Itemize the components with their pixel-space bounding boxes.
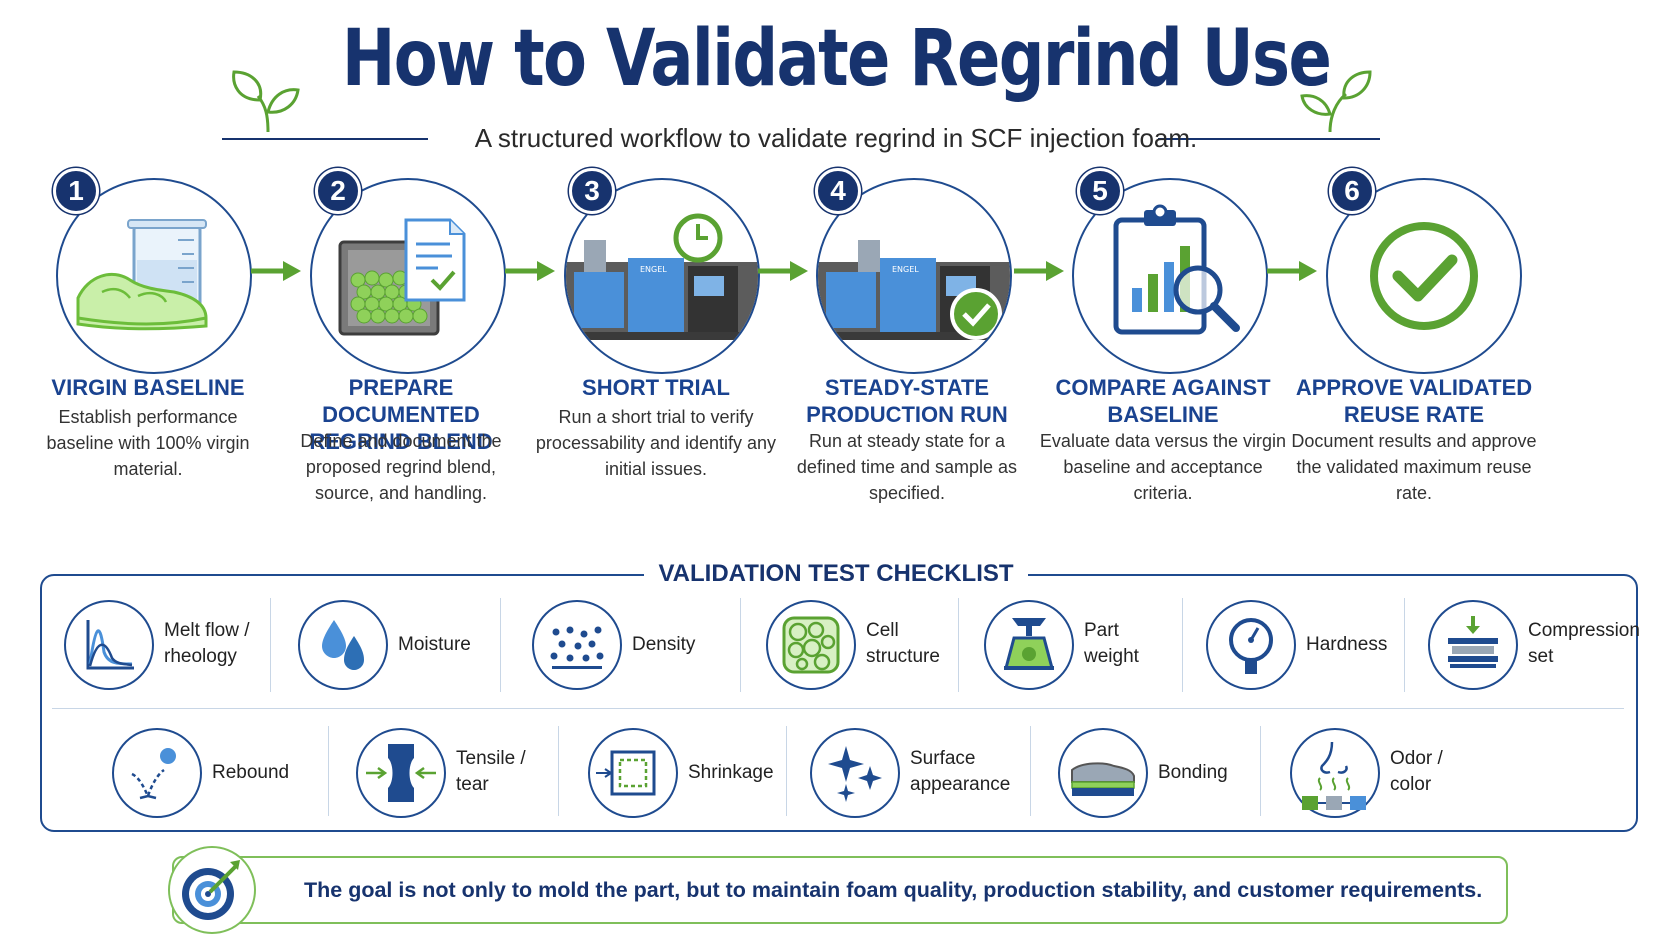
goal-text: The goal is not only to mold the part, b… bbox=[304, 878, 1483, 902]
shrinkage-square-icon bbox=[588, 728, 678, 818]
column-divider bbox=[270, 598, 271, 692]
column-divider bbox=[558, 726, 559, 816]
arrow-right-icon bbox=[1014, 261, 1064, 281]
dots-icon bbox=[532, 600, 622, 690]
machine-clock-icon: ENGEL bbox=[566, 213, 758, 340]
checklist-item-shrinkage: Shrinkage bbox=[588, 728, 778, 820]
machine-brand-label: ENGEL bbox=[640, 265, 667, 274]
arrow-right-icon bbox=[758, 261, 808, 281]
foam-cells-icon bbox=[766, 600, 856, 690]
step-5-description: Evaluate data versus the virgin baseline… bbox=[1039, 431, 1287, 503]
rheology-curve-icon bbox=[64, 600, 154, 690]
step-1-number: 1 bbox=[53, 168, 99, 214]
checklist-item-cell-structure: Cell structure bbox=[766, 600, 956, 692]
step-4-title: STEADY-STATE PRODUCTION RUN bbox=[806, 375, 1008, 427]
target-icon bbox=[168, 846, 256, 934]
subtitle-rule-left bbox=[222, 138, 428, 140]
subtitle-rule-right bbox=[1158, 138, 1380, 140]
checklist-row-divider bbox=[52, 708, 1624, 709]
step-6-description: Document results and approve the validat… bbox=[1291, 431, 1537, 503]
arrow-right-icon bbox=[1267, 261, 1317, 281]
checklist-item-rebound: Rebound bbox=[112, 728, 312, 820]
step-6-number: 6 bbox=[1329, 168, 1375, 214]
column-divider bbox=[500, 598, 501, 692]
step-1-circle bbox=[56, 178, 252, 374]
compression-icon bbox=[1428, 600, 1518, 690]
durometer-icon bbox=[1206, 600, 1296, 690]
checklist-item-melt-flow: Melt flow / rheology bbox=[64, 600, 264, 692]
column-divider bbox=[1030, 726, 1031, 816]
checklist-item-compression-set: Compression set bbox=[1428, 600, 1640, 692]
step-3-title: SHORT TRIAL bbox=[582, 375, 730, 400]
step-5-circle bbox=[1072, 178, 1268, 374]
machine-brand-label: ENGEL bbox=[892, 265, 919, 274]
water-drops-icon bbox=[298, 600, 388, 690]
step-1-description: Establish performance baseline with 100%… bbox=[46, 407, 250, 479]
sparkle-icon bbox=[810, 728, 900, 818]
right-leaf-icon bbox=[1300, 70, 1372, 133]
column-divider bbox=[1260, 726, 1261, 816]
column-divider bbox=[1404, 598, 1405, 692]
step-3-number: 3 bbox=[569, 168, 615, 214]
arrow-right-icon bbox=[251, 261, 301, 281]
column-divider bbox=[740, 598, 741, 692]
step-3-circle: ENGEL bbox=[564, 178, 760, 374]
step-4-number: 4 bbox=[815, 168, 861, 214]
column-divider bbox=[328, 726, 329, 816]
arrow-right-icon bbox=[505, 261, 555, 281]
checklist-title: VALIDATION TEST CHECKLIST bbox=[644, 560, 1028, 588]
step-2-number: 2 bbox=[315, 168, 361, 214]
step-2-title: PREPARE DOCUMENTED REGRIND BLEND bbox=[309, 375, 493, 454]
step-1-title: VIRGIN BASELINE bbox=[51, 375, 245, 400]
column-divider bbox=[958, 598, 959, 692]
step-3-description: Run a short trial to verify processabili… bbox=[535, 407, 777, 479]
checklist-title-wrap: VALIDATION TEST CHECKLIST bbox=[0, 560, 1672, 588]
step-5-title: COMPARE AGAINST BASELINE bbox=[1055, 375, 1271, 427]
scale-icon bbox=[984, 600, 1074, 690]
checklist-item-density: Density bbox=[532, 600, 732, 692]
checkmark-icon bbox=[1370, 222, 1478, 330]
bouncing-ball-icon bbox=[112, 728, 202, 818]
page-title: How to Validate Regrind Use bbox=[341, 14, 1332, 104]
step-6-title: APPROVE VALIDATED REUSE RATE bbox=[1295, 375, 1533, 427]
column-divider bbox=[786, 726, 787, 816]
machine-check-icon: ENGEL bbox=[818, 240, 1010, 340]
tensile-specimen-icon bbox=[356, 728, 446, 818]
regrind-bin-document-icon bbox=[338, 218, 466, 336]
sole-bonding-icon bbox=[1058, 728, 1148, 818]
clipboard-chart-magnifier-icon bbox=[1113, 204, 1240, 335]
left-leaf-icon bbox=[232, 70, 300, 133]
subtitle-row: A structured workflow to validate regrin… bbox=[0, 118, 1672, 158]
step-4-description: Run at steady state for a defined time a… bbox=[796, 431, 1018, 503]
checklist-item-hardness: Hardness bbox=[1206, 600, 1396, 692]
subtitle: A structured workflow to validate regrin… bbox=[474, 123, 1198, 153]
checklist-item-surface-appearance: Surface appearance bbox=[810, 728, 1020, 820]
step-2-description: Define and document the proposed regrind… bbox=[300, 431, 502, 503]
goal-banner: The goal is not only to mold the part, b… bbox=[172, 856, 1508, 924]
checklist-item-moisture: Moisture bbox=[298, 600, 488, 692]
checklist-item-bonding: Bonding bbox=[1058, 728, 1248, 820]
checklist-item-part-weight: Part weight bbox=[984, 600, 1174, 692]
shoe-beaker-icon bbox=[76, 219, 208, 331]
step-5-number: 5 bbox=[1077, 168, 1123, 214]
column-divider bbox=[1182, 598, 1183, 692]
nose-swatches-icon bbox=[1290, 728, 1380, 818]
checklist-item-tensile-tear: Tensile / tear bbox=[356, 728, 546, 820]
checklist-item-odor-color: Odor / color bbox=[1290, 728, 1490, 820]
